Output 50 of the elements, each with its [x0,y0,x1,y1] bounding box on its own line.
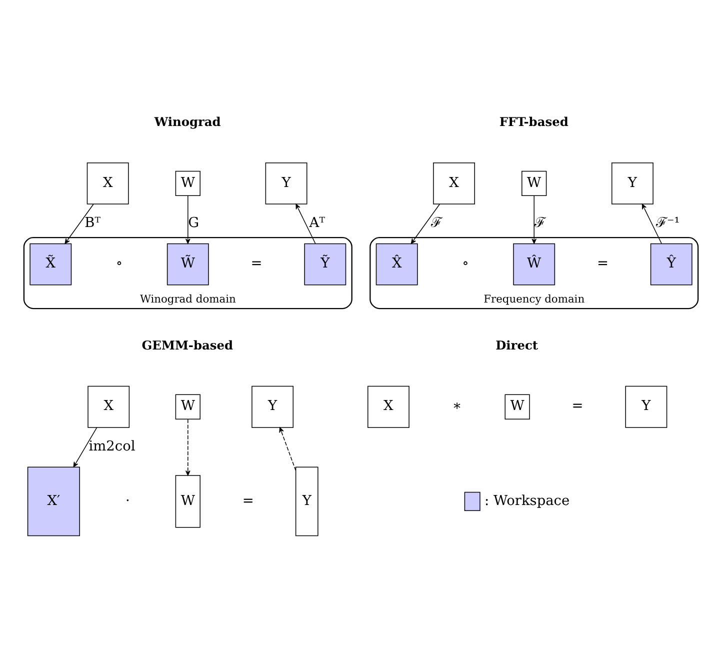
label: ∘ [116,255,123,272]
node-box: W [175,170,200,196]
node-box: X′ [27,466,80,536]
node-box: W̃ [166,242,209,285]
label: GEMM-based [142,338,234,352]
arrow [185,418,190,476]
arrow [64,203,94,244]
label: ∗ [452,398,462,414]
node-box: Ŵ [513,242,556,285]
arrow [532,195,537,244]
node-box: X̃ [30,242,72,285]
label: · [125,492,130,508]
node-box: X [433,162,475,204]
node-box: X [86,162,129,204]
node-box: Ŷ [650,242,692,285]
node-box: W [175,394,200,419]
edge-label: G [188,214,200,231]
label: = [250,255,262,272]
edge-label: Aᵀ [309,214,325,231]
arrow [296,203,316,244]
arrow [410,203,440,244]
edge-label: im2col [88,438,136,454]
node-box: X [88,385,130,428]
node-box: X̂ [376,242,418,285]
edge-label: ℱ [430,214,442,231]
node-box: Y [295,466,318,536]
label: Winograd [154,114,221,129]
node-box: W [504,394,530,419]
label: Direct [496,338,538,352]
edge-label: ℱ⁻¹ [656,214,680,231]
label: FFT-based [499,114,568,129]
node-box: Y [612,162,654,204]
edge-label: ℱ [534,214,546,231]
node-box: Y [625,385,668,428]
label: = [242,492,254,508]
node-box: Ỹ [304,242,346,285]
label: = [572,398,584,414]
arrow [279,426,296,470]
node-box: Y [252,385,294,428]
arrow [642,203,662,244]
legend-label: : Workspace [484,492,570,508]
label: ∘ [462,255,469,272]
arrow [185,195,190,244]
node-box: W [175,474,200,528]
node-box: X [367,385,410,428]
label: = [596,255,608,272]
node-box: Y [265,162,308,204]
arrow [73,426,98,467]
node-box: W [522,170,547,196]
edge-label: Bᵀ [84,214,101,231]
